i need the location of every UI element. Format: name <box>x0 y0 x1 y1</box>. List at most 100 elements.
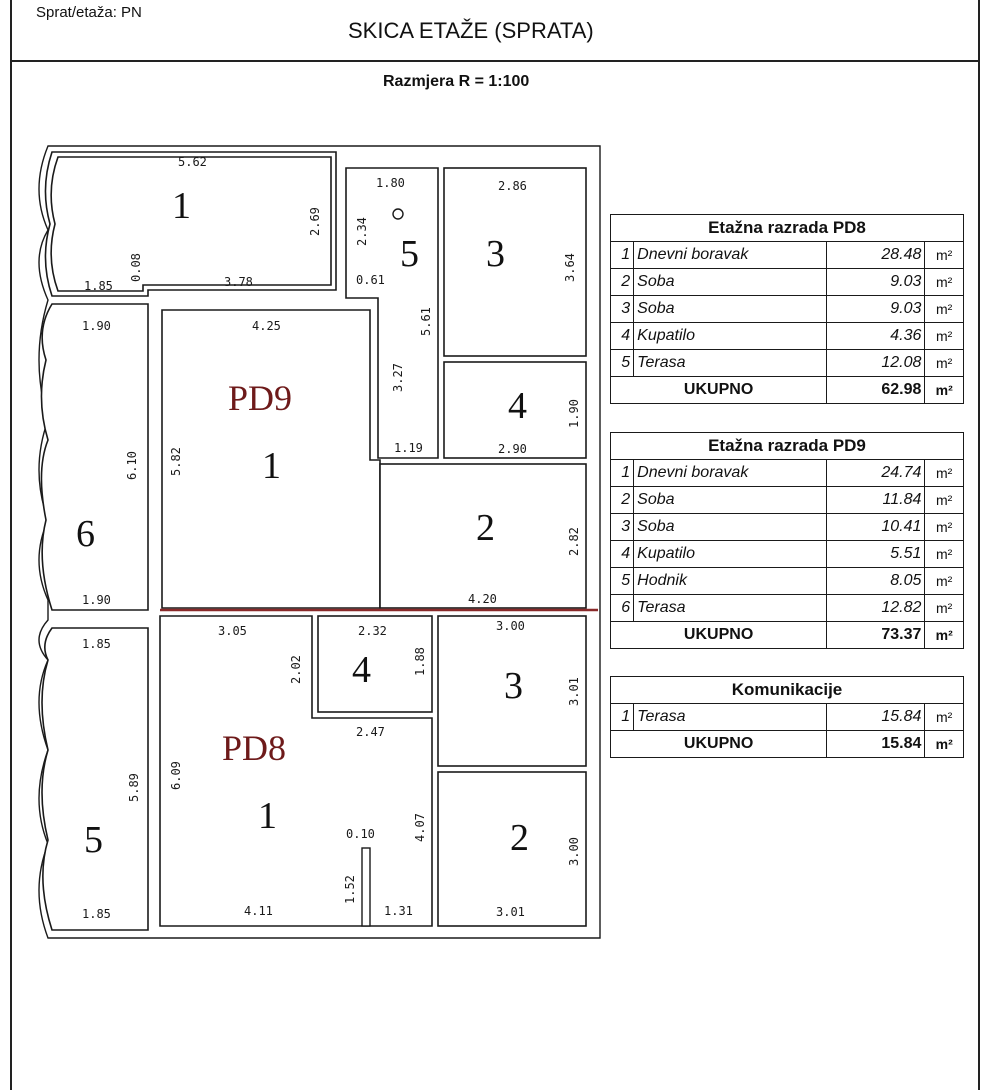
dim-p1-left: 6.09 <box>169 761 183 790</box>
dim-r2-bottom: 4.20 <box>468 592 497 606</box>
room-name: Soba <box>633 486 828 514</box>
header-divider <box>10 60 978 62</box>
dim-h-mid: 3.27 <box>391 363 405 392</box>
room-name: Terasa <box>633 703 828 731</box>
dim-p1-bottom-small: 1.31 <box>384 904 413 918</box>
table-row: 1 Dnevni boravak 24.74 m² <box>609 459 964 487</box>
total-area: 62.98 <box>826 376 926 404</box>
row-number: 2 <box>609 268 635 296</box>
area-table-pd8: Etažna razrada PD8 1 Dnevni boravak 28.4… <box>609 214 964 404</box>
dim-r4-right: 1.90 <box>567 399 581 428</box>
dim-p1-right: 4.07 <box>413 813 427 842</box>
bedroom-room-3-pd9 <box>443 167 587 357</box>
dim-p4-right: 1.88 <box>413 647 427 676</box>
row-number: 5 <box>609 349 635 377</box>
room-area: 28.48 <box>826 241 926 269</box>
room-area: 24.74 <box>826 459 926 487</box>
dim-r6-right: 6.10 <box>125 451 139 480</box>
table-row: 1 Terasa 15.84 m² <box>609 703 964 731</box>
corridor-room-5 <box>345 167 439 459</box>
room-number-pd9-5: 5 <box>400 233 419 275</box>
dim-p5-bottom: 1.85 <box>82 907 111 921</box>
dim-p1-mid: 2.47 <box>356 725 385 739</box>
unit-label-pd9: PD9 <box>228 378 292 418</box>
dim-k-bottom: 3.78 <box>224 275 253 289</box>
row-number: 2 <box>609 486 635 514</box>
total-unit: m² <box>924 730 964 758</box>
dim-k-small: 0.08 <box>129 253 143 282</box>
room-name: Hodnik <box>633 567 828 595</box>
room-name: Dnevni boravak <box>633 459 828 487</box>
table-title: Etažna razrada PD9 <box>610 432 964 460</box>
drawing-sheet <box>10 0 980 1090</box>
room-area: 9.03 <box>826 268 926 296</box>
dim-h-top: 1.80 <box>376 176 405 190</box>
area-unit: m² <box>924 594 964 622</box>
row-number: 4 <box>609 322 635 350</box>
room-area: 11.84 <box>826 486 926 514</box>
area-unit: m² <box>924 703 964 731</box>
room-area: 10.41 <box>826 513 926 541</box>
room-area: 8.05 <box>826 567 926 595</box>
dim-p1-wall: 0.10 <box>346 827 375 841</box>
dim-r3-top: 2.86 <box>498 179 527 193</box>
table-row: 2 Soba 11.84 m² <box>609 486 964 514</box>
row-number: 3 <box>609 295 635 323</box>
room-area: 9.03 <box>826 295 926 323</box>
partition-stub <box>361 847 371 927</box>
area-table-komunikacije: Komunikacije 1 Terasa 15.84 m² UKUPNO 15… <box>609 676 964 758</box>
room-name: Kupatilo <box>633 322 828 350</box>
total-label: UKUPNO <box>609 621 828 649</box>
room-name: Terasa <box>633 349 828 377</box>
table-row: 5 Terasa 12.08 m² <box>609 349 964 377</box>
row-number: 6 <box>609 594 635 622</box>
dim-h-right: 5.61 <box>419 307 433 336</box>
room-area: 5.51 <box>826 540 926 568</box>
row-number: 1 <box>609 459 635 487</box>
dim-r4-bottom: 2.90 <box>498 442 527 456</box>
area-unit: m² <box>924 540 964 568</box>
room-number-pd9-6: 6 <box>76 513 95 555</box>
dim-p3-top: 3.00 <box>496 619 525 633</box>
dim-k-left: 1.85 <box>84 279 113 293</box>
dim-p5-right: 5.89 <box>127 773 141 802</box>
bathroom-room-4-pd9 <box>443 361 587 459</box>
table-total-row: UKUPNO 62.98 m² <box>609 376 964 404</box>
area-unit: m² <box>924 567 964 595</box>
total-label: UKUPNO <box>609 376 828 404</box>
terrace-room-5-pd8 <box>41 627 149 931</box>
room-name: Soba <box>633 268 828 296</box>
area-unit: m² <box>924 241 964 269</box>
floor-label: Sprat/etaža: PN <box>36 4 142 21</box>
dim-p1-right-upper: 2.02 <box>289 655 303 684</box>
room-number-pd9-1: 1 <box>262 445 281 487</box>
area-unit: m² <box>924 486 964 514</box>
area-unit: m² <box>924 295 964 323</box>
total-area: 15.84 <box>826 730 926 758</box>
room-area: 12.82 <box>826 594 926 622</box>
bedroom-room-3-pd8 <box>437 615 587 767</box>
table-row: 6 Terasa 12.82 m² <box>609 594 964 622</box>
dim-h-left: 2.34 <box>355 217 369 246</box>
table-row: 5 Hodnik 8.05 m² <box>609 567 964 595</box>
area-unit: m² <box>924 268 964 296</box>
room-area: 15.84 <box>826 703 926 731</box>
room-number-pd8-1: 1 <box>258 795 277 837</box>
area-table-pd9: Etažna razrada PD9 1 Dnevni boravak 24.7… <box>609 432 964 649</box>
dim-p5-top: 1.85 <box>82 637 111 651</box>
table-title: Etažna razrada PD8 <box>610 214 964 242</box>
dim-k-right: 2.69 <box>308 207 322 236</box>
row-number: 1 <box>609 241 635 269</box>
bedroom-room-2-pd8 <box>437 771 587 927</box>
room-name: Soba <box>633 295 828 323</box>
row-number: 4 <box>609 540 635 568</box>
room-name: Terasa <box>633 594 828 622</box>
area-unit: m² <box>924 459 964 487</box>
row-number: 3 <box>609 513 635 541</box>
bathroom-room-4-pd8 <box>317 615 433 713</box>
total-unit: m² <box>924 621 964 649</box>
living-room-1-pd9 <box>161 309 381 609</box>
dim-h-small: 0.61 <box>356 273 385 287</box>
area-unit: m² <box>924 513 964 541</box>
dim-p1-top: 3.05 <box>218 624 247 638</box>
